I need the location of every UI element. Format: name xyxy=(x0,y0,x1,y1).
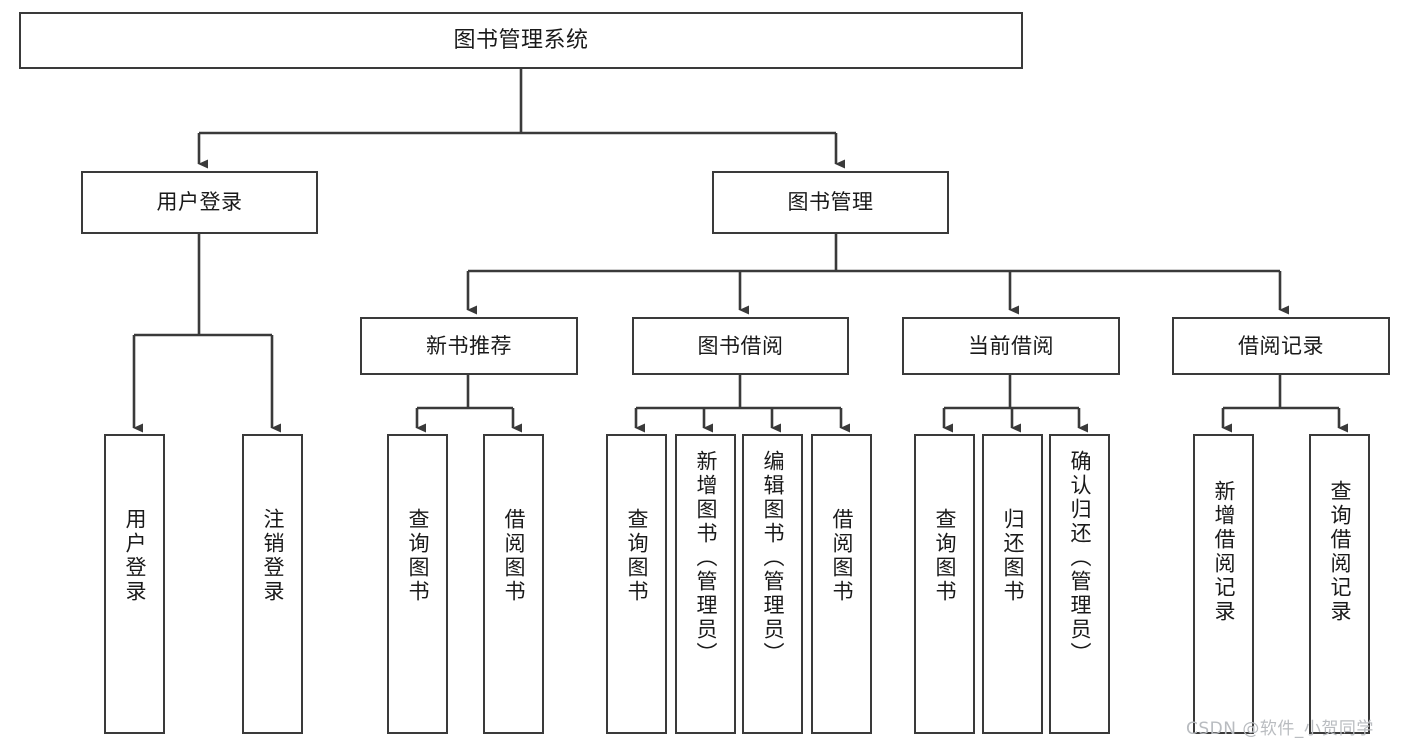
node-new-book-recommend[interactable]: 新书推荐 xyxy=(360,317,578,375)
node-root-system[interactable]: 图书管理系统 xyxy=(19,12,1023,69)
node-label: 查询图书 xyxy=(406,508,430,604)
leaf-new-book-query[interactable]: 查询图书 xyxy=(387,434,448,734)
node-label: 查询图书 xyxy=(933,508,957,604)
node-book-management[interactable]: 图书管理 xyxy=(712,171,949,234)
node-current-borrow[interactable]: 当前借阅 xyxy=(902,317,1120,375)
node-book-borrow[interactable]: 图书借阅 xyxy=(632,317,849,375)
leaf-book-borrow-borrow[interactable]: 借阅图书 xyxy=(811,434,872,734)
node-label: 编辑图书（管理员） xyxy=(761,450,785,666)
node-label: 用户登录 xyxy=(123,508,147,604)
leaf-user-login-logout[interactable]: 注销登录 xyxy=(242,434,303,734)
node-borrow-record[interactable]: 借阅记录 xyxy=(1172,317,1390,375)
leaf-current-borrow-query[interactable]: 查询图书 xyxy=(914,434,975,734)
leaf-book-borrow-edit[interactable]: 编辑图书（管理员） xyxy=(742,434,803,734)
leaf-user-login-login[interactable]: 用户登录 xyxy=(104,434,165,734)
node-label: 查询图书 xyxy=(625,508,649,604)
node-label: 用户登录 xyxy=(156,190,243,215)
leaf-book-borrow-add[interactable]: 新增图书（管理员） xyxy=(675,434,736,734)
node-label: 借阅记录 xyxy=(1238,333,1324,358)
node-label: 新增借阅记录 xyxy=(1212,480,1236,624)
csdn-watermark: CSDN @软件_小贺同学 xyxy=(1186,719,1374,739)
leaf-book-borrow-query[interactable]: 查询图书 xyxy=(606,434,667,734)
node-label: 归还图书 xyxy=(1001,508,1025,604)
node-label: 注销登录 xyxy=(261,508,285,604)
node-label: 查询借阅记录 xyxy=(1328,480,1352,624)
node-label: 确认归还（管理员） xyxy=(1068,450,1092,666)
leaf-borrow-record-add[interactable]: 新增借阅记录 xyxy=(1193,434,1254,734)
node-user-login[interactable]: 用户登录 xyxy=(81,171,318,234)
node-label: 借阅图书 xyxy=(502,508,526,604)
node-label: 借阅图书 xyxy=(830,508,854,604)
leaf-current-borrow-return[interactable]: 归还图书 xyxy=(982,434,1043,734)
node-label: 新书推荐 xyxy=(426,333,512,358)
node-label: 图书管理系统 xyxy=(453,27,589,53)
leaf-borrow-record-query[interactable]: 查询借阅记录 xyxy=(1309,434,1370,734)
leaf-new-book-borrow[interactable]: 借阅图书 xyxy=(483,434,544,734)
node-label: 图书借阅 xyxy=(697,333,784,358)
node-label: 新增图书（管理员） xyxy=(694,450,718,666)
node-label: 图书管理 xyxy=(787,190,874,215)
node-label: 当前借阅 xyxy=(968,333,1054,358)
leaf-current-borrow-confirm-return[interactable]: 确认归还（管理员） xyxy=(1049,434,1110,734)
